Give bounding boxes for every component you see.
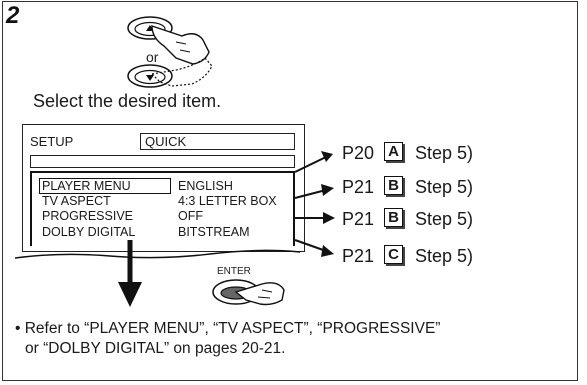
menu-value-dolby-digital: BITSTREAM <box>178 225 250 239</box>
enter-label: ENTER <box>217 266 251 277</box>
setup-label: SETUP <box>30 134 74 149</box>
ref-step-3: Step 5) <box>415 209 474 229</box>
reference-arrow-3 <box>295 212 335 224</box>
menu-item-player-menu: PLAYER MENU <box>42 179 131 193</box>
ref-badge-3: B <box>384 208 403 227</box>
menu-value-tv-aspect: 4:3 LETTER BOX <box>178 194 277 208</box>
quick-tab: QUICK <box>140 133 295 150</box>
torn-edge <box>14 249 301 259</box>
menu-item-progressive: PROGRESSIVE <box>42 209 133 223</box>
menu-cursor-highlight <box>39 178 171 194</box>
ref-page-2: P21 <box>342 177 375 197</box>
ref-step-1: Step 5) <box>415 143 474 163</box>
reference-arrow-4 <box>294 239 334 257</box>
menu-item-dolby-digital: DOLBY DIGITAL <box>42 225 136 239</box>
ref-badge-1: A <box>384 142 403 161</box>
ref-step-4: Step 5) <box>415 246 474 266</box>
step-frame <box>2 1 578 381</box>
step-number: 2 <box>6 2 20 29</box>
instruction-text: Select the desired item. <box>33 91 222 111</box>
note-line-1: • Refer to “PLAYER MENU”, “TV ASPECT”, “… <box>15 320 441 337</box>
ref-page-1: P20 <box>342 143 375 163</box>
menu-value-player-menu: ENGLISH <box>178 179 233 193</box>
reference-arrow-1 <box>294 151 333 173</box>
screen-divider <box>30 155 295 168</box>
menu-list-box <box>30 171 295 246</box>
ref-badge-2: B <box>384 176 403 195</box>
reference-arrow-2 <box>294 184 334 199</box>
enter-hand-icon <box>234 282 285 306</box>
or-label: or <box>146 49 159 65</box>
ref-badge-4: C <box>384 245 403 264</box>
setup-screen <box>22 124 305 252</box>
ref-page-3: P21 <box>342 209 375 229</box>
menu-value-progressive: OFF <box>178 209 203 223</box>
dotted-hand-icon <box>150 57 213 87</box>
note-line-2: or “DOLBY DIGITAL” on pages 20-21. <box>25 340 286 357</box>
menu-item-tv-aspect: TV ASPECT <box>42 194 111 208</box>
down-arrow-icon <box>118 240 142 307</box>
ref-page-4: P21 <box>342 246 375 266</box>
ref-step-2: Step 5) <box>415 177 474 197</box>
